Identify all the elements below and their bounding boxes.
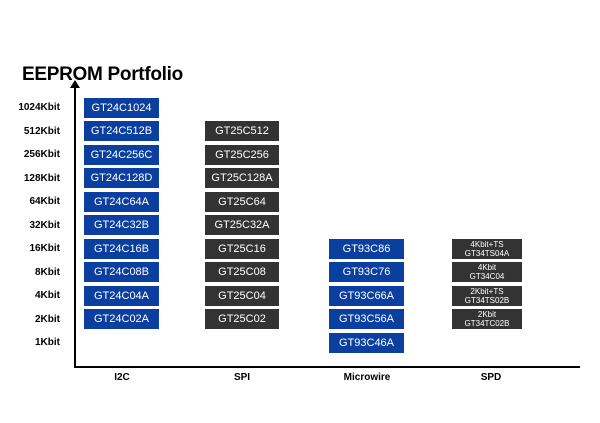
density-label-8kbit: 8Kbit [35,267,60,278]
part-chip-microwire-8kbit: GT93C76 [329,262,404,282]
spd-chip-density: 4Kbit+TS [470,240,504,249]
density-label-2kbit: 2Kbit [35,314,60,325]
part-chip-spd-4kbit: 4Kbit GT34C04 [452,262,522,282]
part-chip-spi-2kbit: GT25C02 [205,309,279,329]
spd-chip-part: GT34TS04A [464,249,510,258]
part-chip-spi-8kbit: GT25C08 [205,262,279,282]
interface-label-spd: SPD [480,372,502,383]
part-chip-i2c-8kbit: GT24C08B [84,262,159,282]
spd-chip-part: GT34TC02B [464,319,510,328]
density-label-1024kbit: 1024Kbit [18,102,60,113]
part-chip-spd-2kbit-ts: 2Kbit+TS GT34TS02B [452,286,522,306]
spd-chip-part: GT34C04 [469,272,505,281]
part-chip-spi-64kbit: GT25C64 [205,192,279,212]
density-label-1kbit: 1Kbit [35,337,60,348]
density-label-512kbit: 512Kbit [23,126,60,137]
density-label-32kbit: 32Kbit [29,220,60,231]
interface-label-microwire: Microwire [343,372,391,383]
part-chip-microwire-16kbit: GT93C86 [329,239,404,259]
part-chip-i2c-64kbit: GT24C64A [84,192,159,212]
part-chip-i2c-16kbit: GT24C16B [84,239,159,259]
part-chip-microwire-1kbit: GT93C46A [329,333,404,353]
part-chip-i2c-128kbit: GT24C128D [84,168,159,188]
y-axis [74,86,76,368]
part-chip-spi-4kbit: GT25C04 [205,286,279,306]
part-chip-i2c-2kbit: GT24C02A [84,309,159,329]
interface-label-i2c: I2C [114,372,130,383]
density-label-4kbit: 4Kbit [35,290,60,301]
y-axis-arrow [70,80,80,88]
density-label-16kbit: 16Kbit [29,243,60,254]
part-chip-spi-128kbit: GT25C128A [205,168,279,188]
part-chip-i2c-256kbit: GT24C256C [84,145,159,165]
spd-chip-density: 2Kbit [477,310,497,319]
spd-chip-part: GT34TS02B [464,296,510,305]
spd-chip-density: 2Kbit+TS [470,287,504,296]
spd-chip-density: 4Kbit [477,263,497,272]
part-chip-microwire-4kbit: GT93C66A [329,286,404,306]
part-chip-spi-256kbit: GT25C256 [205,145,279,165]
x-axis [74,366,580,368]
part-chip-spi-512kbit: GT25C512 [205,121,279,141]
interface-label-spi: SPI [233,372,251,383]
part-chip-i2c-1024kbit: GT24C1024 [84,98,159,118]
density-label-128kbit: 128Kbit [23,173,60,184]
density-label-256kbit: 256Kbit [23,149,60,160]
part-chip-i2c-4kbit: GT24C04A [84,286,159,306]
part-chip-i2c-512kbit: GT24C512B [84,121,159,141]
part-chip-microwire-2kbit: GT93C56A [329,309,404,329]
part-chip-spd-4kbit-ts: 4Kbit+TS GT34TS04A [452,239,522,259]
part-chip-spi-16kbit: GT25C16 [205,239,279,259]
page-title: EEPROM Portfolio [22,64,183,85]
part-chip-i2c-32kbit: GT24C32B [84,215,159,235]
part-chip-spi-32kbit: GT25C32A [205,215,279,235]
part-chip-spd-2kbit: 2Kbit GT34TC02B [452,309,522,329]
density-label-64kbit: 64Kbit [29,196,60,207]
